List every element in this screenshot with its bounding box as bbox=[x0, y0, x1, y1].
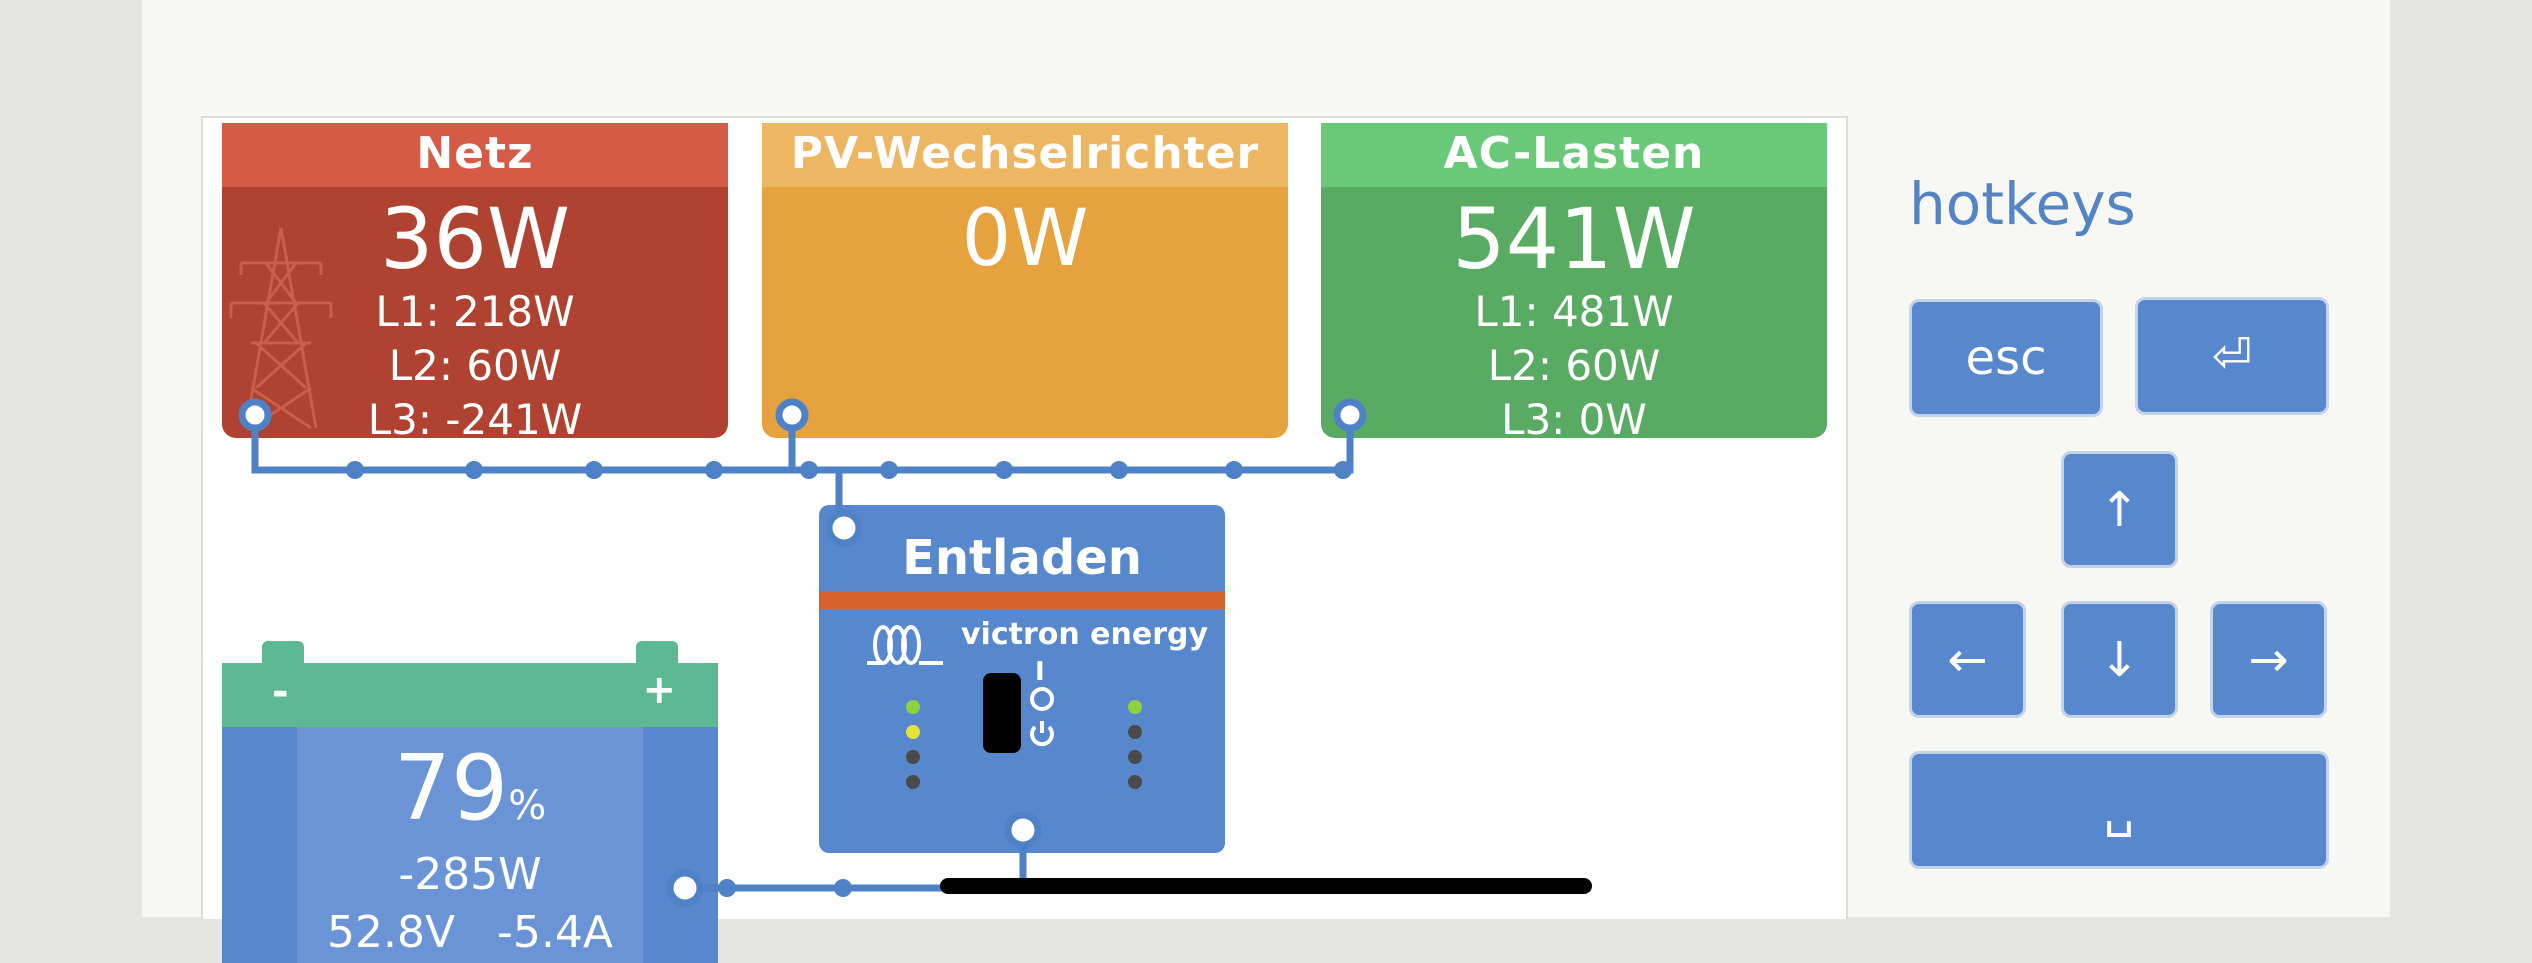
grid-power: 36W bbox=[380, 190, 570, 288]
battery-soc-unit: % bbox=[508, 783, 547, 829]
inverter-stripe bbox=[819, 591, 1225, 609]
right-arrow-key-button[interactable]: → bbox=[2210, 601, 2327, 718]
battery-minus-label: - bbox=[272, 669, 289, 715]
connection-wires bbox=[238, 398, 1367, 907]
hotkeys-title: hotkeys bbox=[1909, 170, 2136, 238]
grid-phase-l1: L1: 218W bbox=[375, 287, 575, 336]
ac-loads-phase-l1: L1: 481W bbox=[1474, 287, 1674, 336]
switch-on-label: I bbox=[1035, 657, 1045, 687]
ac-loads-tile[interactable]: AC-Lasten 541W L1: 481W L2: 60W L3: 0W bbox=[1321, 123, 1827, 444]
battery-voltage-current: 52.8V -5.4A bbox=[327, 907, 613, 958]
pv-inverter-title: PV-Wechselrichter bbox=[762, 123, 1288, 187]
ac-loads-phase-l2: L2: 60W bbox=[1487, 341, 1661, 390]
ac-loads-phase-l3: L3: 0W bbox=[1501, 395, 1647, 444]
battery-soc-value: 79 bbox=[393, 736, 509, 841]
ac-loads-title: AC-Lasten bbox=[1321, 123, 1827, 187]
up-arrow-key-button[interactable]: ↑ bbox=[2061, 451, 2178, 568]
victron-logo-icon bbox=[867, 625, 943, 665]
battery-terminal-plus bbox=[636, 641, 678, 663]
battery-soc: 79% bbox=[222, 741, 718, 854]
esc-key-button[interactable]: esc bbox=[1909, 299, 2103, 417]
inverter-brand: victron energy bbox=[961, 617, 1209, 652]
battery-terminal-minus bbox=[262, 641, 304, 663]
home-indicator[interactable] bbox=[940, 878, 1592, 894]
battery-power: -285W bbox=[398, 849, 542, 900]
grid-tile[interactable]: Netz 36W L1: 218W L2: 60W L3: -241W bbox=[222, 123, 728, 444]
switch-off-icon bbox=[1030, 687, 1054, 747]
enter-key-button[interactable]: ⏎ bbox=[2135, 297, 2329, 415]
inverter-tile[interactable]: Entladen victron energy I bbox=[819, 505, 1225, 853]
pv-inverter-tile[interactable]: PV-Wechselrichter 0W bbox=[762, 123, 1288, 438]
inverter-state: Entladen bbox=[902, 530, 1142, 586]
venus-overview-display: Netz 36W L1: 218W L2: 60W L3: -241W PV-W… bbox=[201, 116, 1848, 963]
battery-top: - + bbox=[222, 663, 718, 727]
grid-title: Netz bbox=[222, 123, 728, 187]
status-led-icon bbox=[906, 700, 1142, 789]
power-switch-icon[interactable] bbox=[983, 673, 1021, 753]
battery-tile[interactable]: - + 79% -285W 52.8V -5.4A bbox=[222, 641, 718, 963]
grid-phase-l2: L2: 60W bbox=[388, 341, 562, 390]
space-key-button[interactable]: ␣ bbox=[1909, 751, 2329, 869]
pv-inverter-power: 0W bbox=[961, 194, 1089, 284]
ac-loads-power: 541W bbox=[1452, 190, 1696, 288]
grid-phase-l3: L3: -241W bbox=[367, 395, 583, 444]
power-pylon-icon bbox=[229, 227, 333, 430]
left-arrow-key-button[interactable]: ← bbox=[1909, 601, 2026, 718]
battery-inner-panel bbox=[297, 727, 643, 963]
battery-plus-label: + bbox=[642, 667, 676, 713]
down-arrow-key-button[interactable]: ↓ bbox=[2061, 601, 2178, 718]
